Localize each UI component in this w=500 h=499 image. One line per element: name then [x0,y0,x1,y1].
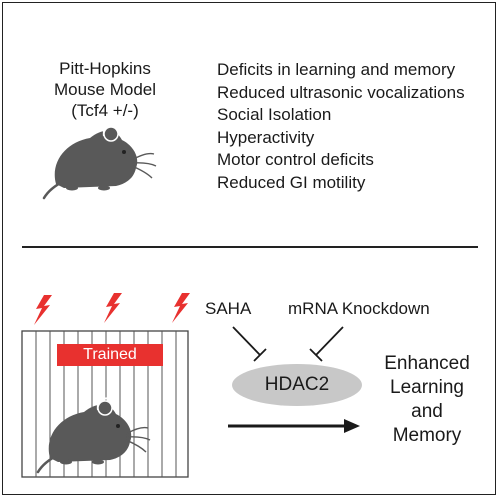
saha-label: SAHA [205,299,252,318]
trained-badge: Trained [57,344,163,366]
phenotype-item: Social Isolation [217,105,332,124]
inhibition-arrow-icon [309,326,344,362]
outcome-line-3: and [411,401,443,422]
phenotype-item: Reduced GI motility [217,172,366,192]
phenotype-item: Reduced ultrasonic vocalizations [217,82,465,102]
arrow-right-icon [228,419,360,433]
inhibition-arrow-icon [232,326,267,362]
mouse-icon [36,397,152,474]
phenotype-item: Deficits in learning and memory [217,60,456,79]
phenotype-item: Hyperactivity [217,127,315,147]
lightning-bolt-icon [34,295,52,325]
hdac2-ellipse [232,364,362,406]
outcome-line-1: Enhanced [384,353,470,374]
lightning-bolt-icon [104,293,122,323]
figure-frame [2,2,496,495]
outcome-text: Enhanced Learning and Memory [372,352,482,448]
model-title-line-1: Pitt-Hopkins [59,59,151,78]
mouse-model-title: Pitt-Hopkins Mouse Model (Tcf4 +/-) [30,58,180,121]
outcome-line-2: Learning [390,377,464,398]
lightning-bolt-icon [172,293,190,323]
phenotype-item: Motor control deficits [217,150,374,169]
panel-divider [22,246,478,248]
model-title-line-2: Mouse Model [53,80,157,99]
hdac2-label: HDAC2 [264,374,330,395]
phenotype-list: Deficits in learning and memory Reduced … [217,59,465,194]
model-title-line-3: (Tcf4 +/-) [71,101,139,120]
mrna-knockdown-label: mRNA Knockdown [288,299,430,318]
outcome-line-4: Memory [392,425,462,446]
mouse-icon [42,123,158,200]
